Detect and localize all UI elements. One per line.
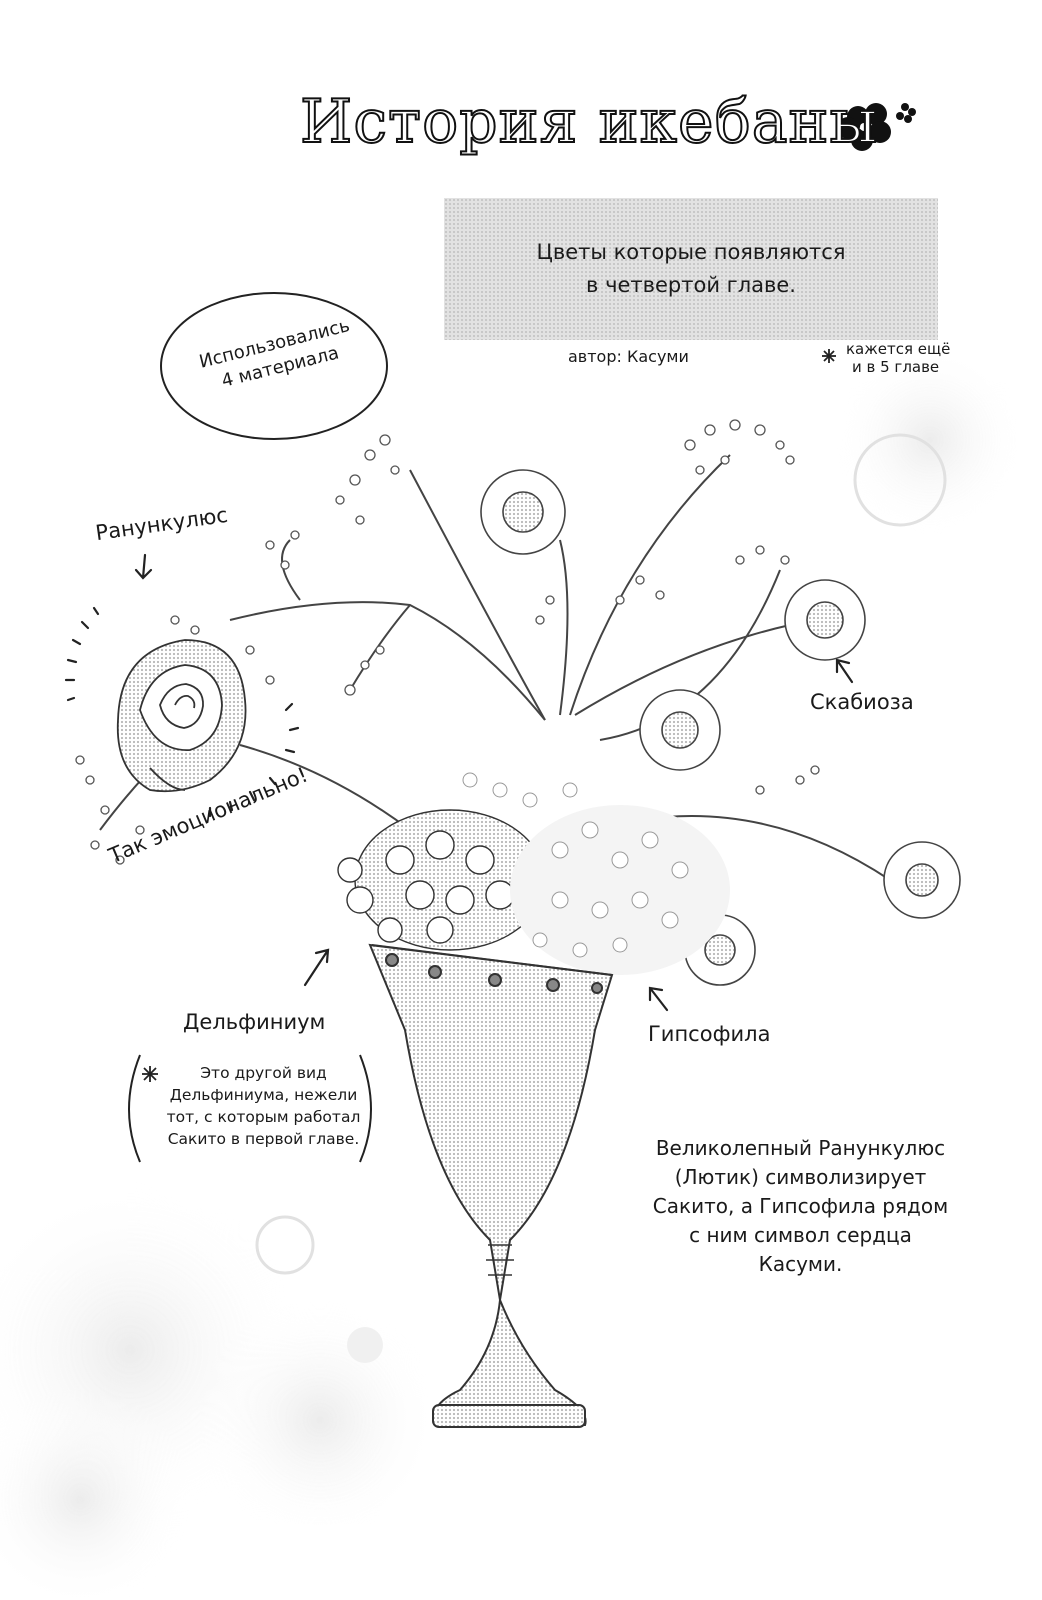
- note-line: Сакито, а Гипсофила рядом: [652, 1194, 949, 1218]
- subtitle: Цветы которые появляются в четвертой гла…: [444, 236, 938, 302]
- delphinium-note-text: Это другой вид Дельфиниума, нежели тот, …: [146, 1062, 381, 1150]
- emphasis-marks: [64, 606, 300, 818]
- note-line: Это другой вид: [200, 1064, 327, 1082]
- subtitle-line: в четвертой главе.: [586, 273, 796, 297]
- label-delphinium: Дельфиниум: [183, 1010, 326, 1034]
- author-credit: автор: Касуми: [568, 347, 689, 366]
- subtitle-line: Цветы которые появляются: [536, 240, 846, 264]
- note-line: с ним символ сердца: [689, 1223, 912, 1247]
- arrow-ranunculus: [134, 553, 153, 580]
- asterisk-icon: [142, 349, 836, 1082]
- vase: [368, 943, 614, 1428]
- chapter-note: кажется ещё и в 5 главе: [846, 340, 950, 376]
- note-brackets: [128, 1054, 372, 1163]
- gypsophila-cluster: [462, 772, 730, 975]
- subtitle-box: Цветы которые появляются в четвертой гла…: [444, 198, 938, 340]
- symbolism-note: Великолепный Ранункулюс (Лютик) символиз…: [628, 1134, 973, 1279]
- delphinium-cluster: [337, 809, 546, 951]
- flower-icon: [837, 103, 916, 151]
- label-gypsophila: Гипсофила: [648, 1022, 771, 1046]
- chapter-note-line: кажется ещё: [846, 340, 951, 358]
- speech-bubble: Использовались 4 материала: [160, 292, 388, 440]
- arrows: [134, 553, 854, 1012]
- gypsophila-sprays: [75, 419, 820, 865]
- arrow-scabiosa: [835, 658, 854, 684]
- delphinium-note: Это другой вид Дельфиниума, нежели тот, …: [120, 1050, 388, 1168]
- note-line: (Лютик) символизирует: [674, 1165, 927, 1189]
- chapter-note-line: и в 5 главе: [852, 358, 940, 376]
- bubble-text: Использовались 4 материала: [187, 312, 368, 401]
- note-line: Сакито в первой главе.: [167, 1130, 360, 1148]
- arrow-delphinium: [303, 948, 330, 987]
- ranunculus-flower: [116, 639, 247, 793]
- bokeh-background: [0, 345, 1025, 1600]
- label-scabiosa: Скабиоза: [810, 690, 914, 714]
- note-line: Касуми.: [758, 1252, 843, 1276]
- note-line: тот, с которым работал: [166, 1108, 361, 1126]
- arrow-gypsophila: [648, 986, 669, 1012]
- note-line: Великолепный Ранункулюс: [655, 1136, 946, 1160]
- note-line: Дельфиниума, нежели: [169, 1086, 358, 1104]
- page-title: История икебаны: [299, 86, 879, 158]
